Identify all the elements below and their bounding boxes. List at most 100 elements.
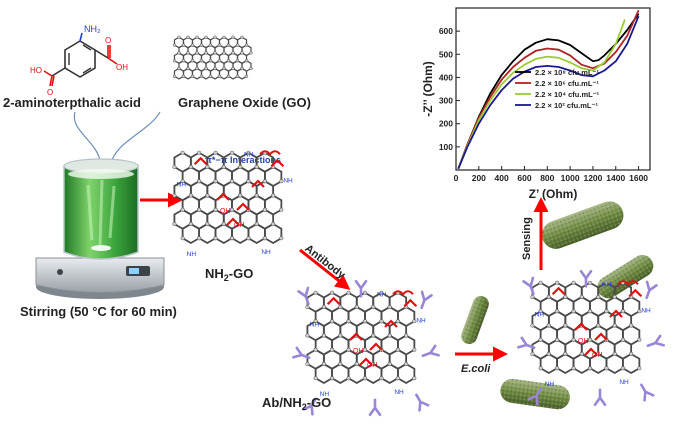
carbon-atom (197, 207, 202, 212)
antibody-icon (593, 388, 607, 407)
plot-frame (455, 7, 651, 171)
carbon-atom (213, 207, 218, 212)
carbon-atom (404, 361, 409, 367)
carbon-atom (279, 179, 284, 184)
legend-entry: 2.2 × 10² cfu.mL⁻¹ (535, 101, 598, 110)
carbonyl-o-right: O (105, 36, 111, 45)
carbon-atom (362, 376, 368, 381)
carbon-atom (637, 309, 642, 314)
carbon-atom (563, 323, 568, 328)
carbon-ring (264, 222, 283, 245)
carbon-atom (379, 376, 384, 381)
beaker-on-hotplate (35, 158, 165, 299)
carbon-atom (395, 347, 400, 352)
antibody-step-label: Antibody (302, 243, 348, 282)
carbon-atom (379, 319, 384, 324)
carbon-atom (354, 361, 359, 367)
oxygen-group (326, 296, 341, 306)
carbon-atom (546, 351, 551, 357)
oxygen-group (226, 217, 240, 226)
carbon-atom (346, 376, 351, 381)
carbon-atom (637, 337, 642, 342)
antibody-icon (527, 387, 542, 406)
carboxyl-group (617, 280, 639, 286)
carbon-atom (579, 294, 584, 300)
oxygen-group (236, 202, 250, 211)
oh-label: OH (116, 63, 128, 72)
amine-label: NH (416, 317, 426, 324)
carbon-atom (195, 35, 199, 39)
carbon-atom (181, 43, 186, 47)
hydroxyl-label: OH (367, 362, 378, 369)
carbon-atom (249, 51, 253, 55)
antibody-icon (517, 336, 536, 350)
carbon-atom (199, 74, 204, 78)
carbon-atom (240, 51, 244, 55)
carbon-atom (604, 280, 609, 285)
carbon-atom (571, 309, 576, 314)
arrow-antibody-step (299, 248, 351, 290)
amine-label: NH (545, 381, 555, 388)
carbon-ring (214, 222, 233, 245)
x-axis-label: Z’ (Ohm) (529, 187, 578, 201)
carbon-atom (538, 337, 543, 342)
carbon-atom (262, 207, 267, 212)
amine-label: NH (244, 151, 254, 158)
carbon-atom (321, 361, 326, 367)
carbon-atom (395, 376, 400, 381)
ecoli-bacterium-free (461, 296, 489, 344)
oxygen-group (369, 342, 383, 351)
carbon-atom (229, 150, 235, 155)
carbon-atom (555, 280, 560, 285)
oxygen-group (403, 298, 418, 308)
amine-label: NH (394, 389, 404, 396)
carbon-atom (181, 59, 186, 63)
carbon-atom (330, 319, 335, 324)
carbon-ring (380, 362, 399, 385)
x-tick-label: 0 (454, 173, 459, 183)
carbon-atom (587, 337, 593, 342)
carbon-atom (629, 323, 634, 328)
ecoli-bacterium-bound-bottom (500, 378, 570, 410)
oxygen-group (216, 192, 230, 201)
series-line-3 (457, 19, 626, 170)
carbon-atom (204, 66, 208, 71)
carbon-atom (571, 280, 576, 285)
carbon-atom (235, 59, 240, 63)
carbon-atom (604, 309, 609, 314)
oxygen-group (584, 347, 598, 356)
antibody-icon (368, 398, 382, 417)
carbon-atom (587, 280, 593, 285)
carbon-atom (555, 337, 560, 342)
carbon-atom (180, 179, 185, 184)
amine-label: NH (177, 181, 187, 188)
carbon-atom (246, 150, 251, 155)
carbon-atom (313, 347, 318, 352)
carbon-atom (188, 193, 193, 198)
carbon-atom (249, 66, 253, 71)
carbon-atom (180, 150, 185, 155)
carbon-atom (305, 333, 310, 338)
carbon-atom (231, 66, 235, 71)
hydroxyl-label: OH (592, 352, 603, 359)
carbon-atom (637, 366, 642, 371)
carbon-atom (244, 74, 249, 78)
carbon-atom (530, 351, 535, 357)
oxygen-group (384, 319, 398, 328)
carbon-atom (538, 309, 543, 314)
carbon-atom (177, 51, 181, 55)
carbon-atom (197, 236, 202, 241)
x-tick-label: 200 (472, 173, 486, 183)
sensing-step-label: Sensing (521, 217, 533, 260)
carbon-atom (208, 43, 213, 47)
carbon-atom (371, 304, 376, 310)
legend-entry: 2.2 × 10⁸ cfu.mL⁻¹ (535, 68, 599, 77)
carbon-atom (271, 221, 276, 227)
carbon-atom (604, 366, 609, 371)
amine-label: NH (320, 391, 330, 398)
antibody-icon (302, 397, 317, 416)
carbon-atom (254, 221, 259, 227)
carbon-atom (279, 236, 284, 241)
carbon-atom (387, 361, 392, 367)
